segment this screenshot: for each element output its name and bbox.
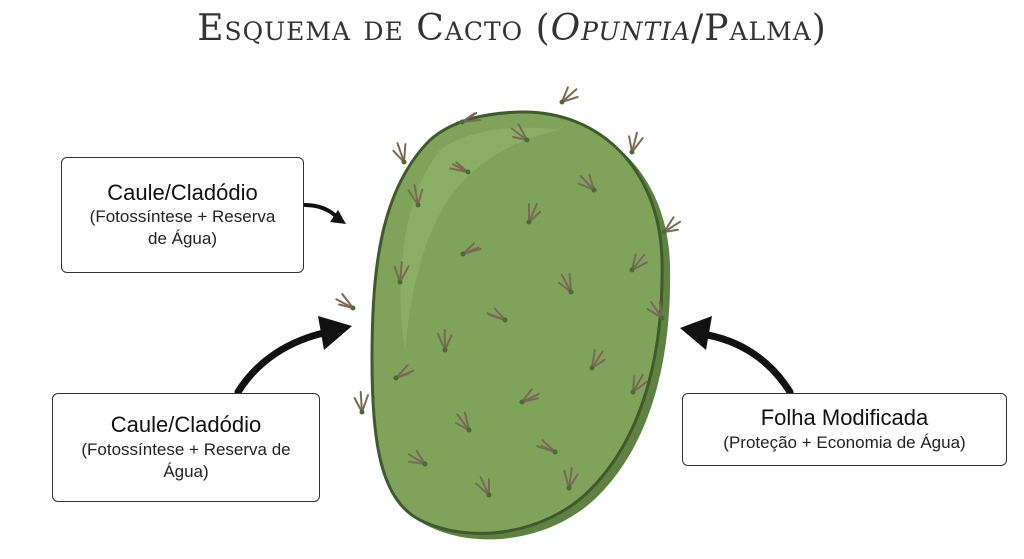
spine-cluster <box>629 253 648 273</box>
label-box-caule-lower: Caule/Cladódio (Fotossíntese + Reserva d… <box>52 393 320 502</box>
spine-cluster <box>536 439 558 455</box>
spine-cluster <box>393 261 410 285</box>
spine-cluster <box>559 86 579 105</box>
label-main: Caule/Cladódio <box>107 179 258 205</box>
spine-cluster <box>459 112 481 125</box>
label-sub: (Fotossíntese + Reserva de Água) <box>81 439 291 481</box>
label-main: Folha Modificada <box>760 405 929 431</box>
spine-cluster <box>577 173 597 193</box>
arrow-lower-left <box>234 316 352 396</box>
cactus-pad <box>370 110 664 535</box>
arrow-upper-left <box>303 203 346 224</box>
label-sub: (Fotossíntese + Reserva de Água) <box>89 207 276 249</box>
spine-cluster <box>449 161 471 175</box>
spine-cluster <box>393 364 415 381</box>
spine-cluster <box>628 131 644 155</box>
spine-cluster <box>335 293 356 311</box>
title-italic: Opuntia <box>550 8 692 49</box>
spine-cluster <box>475 476 492 498</box>
label-box-folha: Folha Modificada (Proteção + Economia de… <box>682 393 1007 466</box>
spine-cluster <box>510 123 530 143</box>
spine-cluster <box>486 307 508 323</box>
spines-group <box>335 86 681 498</box>
spine-cluster <box>646 300 665 321</box>
spine-cluster <box>407 184 424 208</box>
spine-cluster <box>589 349 606 371</box>
title-suffix: /Palma) <box>691 8 827 49</box>
spine-cluster <box>563 467 579 491</box>
diagram-title: Esquema de Cacto (Opuntia/Palma) <box>0 8 1024 49</box>
spine-cluster <box>460 242 482 257</box>
spine-cluster <box>630 373 648 395</box>
spine-cluster <box>661 216 681 235</box>
title-prefix: Esquema de Cacto ( <box>197 8 551 49</box>
spine-cluster <box>407 449 428 467</box>
arrow-right <box>680 316 794 396</box>
label-box-caule-upper: Caule/Cladódio (Fotossíntese + Reserva d… <box>61 157 304 273</box>
spine-cluster <box>519 388 540 405</box>
cactus-pad-highlight <box>400 127 560 351</box>
spine-cluster <box>353 391 369 415</box>
label-main: Caule/Cladódio <box>110 412 262 438</box>
label-sub: (Proteção + Economia de Água) <box>723 432 966 452</box>
spine-cluster <box>558 273 574 295</box>
spine-cluster <box>454 411 472 433</box>
spine-cluster <box>526 202 542 225</box>
spine-cluster <box>392 142 407 165</box>
spine-cluster <box>436 329 453 353</box>
